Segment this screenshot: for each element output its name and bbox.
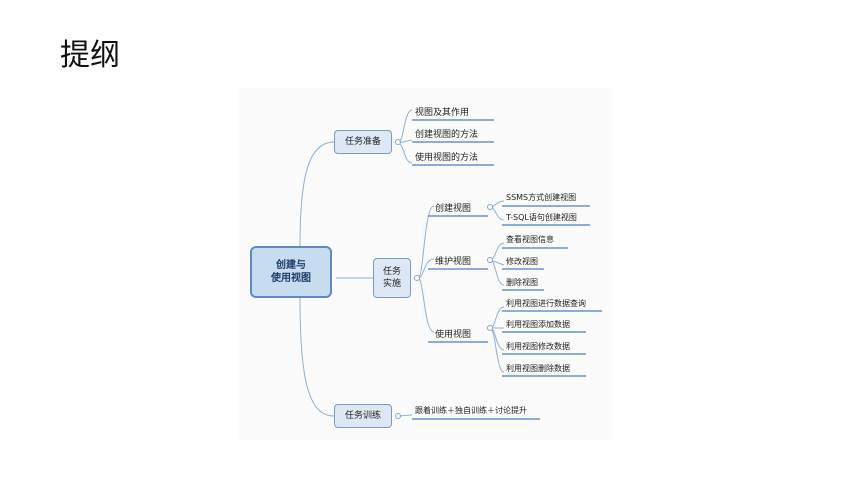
collapse-toggle-icon[interactable]: [395, 413, 401, 419]
connector-use-leaf-4: [489, 327, 505, 373]
node-task-training: 任务训练: [334, 404, 392, 428]
leaf-node: SSMS方式创建视图: [506, 193, 577, 202]
connector-prepare-leaf-3: [397, 142, 413, 164]
collapse-toggle-icon[interactable]: [395, 139, 401, 145]
leaf-node: 使用视图的方法: [415, 153, 479, 163]
leaf-node: 创建视图的方法: [415, 130, 479, 140]
leaf-node: T-SQL语句创建视图: [506, 213, 577, 222]
leaf-node: 利用视图修改数据: [506, 342, 570, 351]
group-node-use-view: 使用视图: [435, 330, 472, 340]
collapse-toggle-icon[interactable]: [487, 257, 493, 263]
leaf-node: 修改视图: [506, 257, 538, 266]
leaf-node: 删除视图: [506, 278, 538, 287]
leaf-node: 查看视图信息: [506, 235, 554, 244]
mindmap-diagram: 创建与 使用视图 任务准备 任务 实施 任务训练 视图及其作用 创建视图的方法 …: [238, 88, 612, 440]
collapse-toggle-icon[interactable]: [414, 275, 420, 281]
connector-use-leaf-1: [489, 306, 505, 329]
collapse-toggle-icon[interactable]: [487, 325, 493, 331]
page-title: 提纲: [60, 38, 120, 73]
leaf-node: 视图及其作用: [415, 108, 470, 118]
leaf-node: 利用视图删除数据: [506, 364, 570, 373]
connector-implement-create: [417, 205, 435, 279]
connector-root-training: [299, 297, 335, 417]
leaf-node: 跟着训练＋独自训练＋讨论提升: [415, 406, 527, 415]
root-node: 创建与 使用视图: [250, 246, 332, 298]
collapse-toggle-icon[interactable]: [487, 204, 493, 210]
group-node-maintain-view: 维护视图: [435, 257, 472, 267]
connector-implement-use: [417, 277, 435, 333]
node-task-implement: 任务 实施: [373, 258, 411, 298]
leaf-node: 利用视图添加数据: [506, 320, 570, 329]
leaf-node: 利用视图进行数据查询: [506, 299, 586, 308]
connector-root-prepare: [299, 141, 335, 247]
node-task-prepare: 任务准备: [334, 130, 392, 154]
connector-prepare-leaf-1: [397, 109, 413, 144]
group-node-create-view: 创建视图: [435, 204, 472, 214]
